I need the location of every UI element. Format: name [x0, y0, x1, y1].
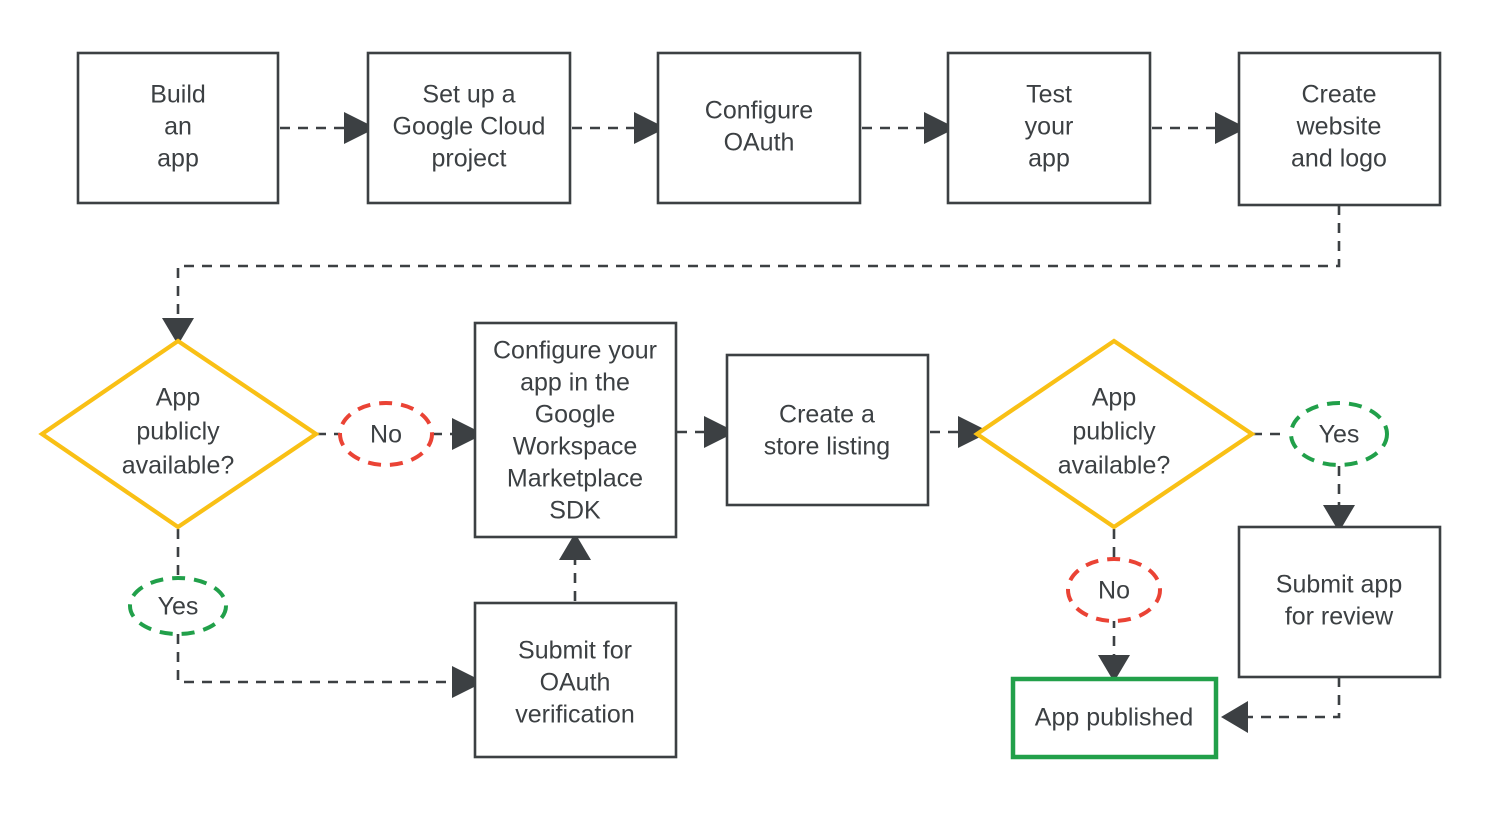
- edge-submit-review-to-app-published: [1248, 677, 1341, 719]
- svg-text:Set up a: Set up a: [422, 81, 515, 109]
- arrowhead-to-setup: [344, 112, 376, 144]
- node-test-your-app[interactable]: Test your app: [946, 51, 1152, 205]
- edge-label-decision1-no: No: [338, 401, 434, 467]
- edge-label-decision2-no: No: [1066, 557, 1162, 623]
- node-app-publicly-available-2[interactable]: App publicly available?: [973, 338, 1256, 530]
- svg-text:Configure your: Configure your: [493, 337, 657, 365]
- arrowhead-to-website: [1215, 112, 1247, 144]
- node-submit-for-oauth-verification[interactable]: Submit for OAuth verification: [473, 601, 678, 759]
- arrowheads-layer: [162, 112, 1355, 733]
- node-configure-app-marketplace-sdk[interactable]: Configure your app in the Google Workspa…: [473, 321, 678, 539]
- svg-text:an: an: [164, 113, 192, 141]
- svg-text:OAuth: OAuth: [540, 669, 611, 697]
- arrowhead-to-decision2: [958, 416, 990, 448]
- node-set-up-google-cloud-project[interactable]: Set up a Google Cloud project: [366, 51, 572, 205]
- node-app-publicly-available-1[interactable]: App publicly available?: [38, 338, 320, 530]
- node-shape-app-publicly-available-1: [38, 338, 320, 530]
- edge-yes-label-to-oauth-verification: [176, 634, 452, 684]
- svg-text:Workspace: Workspace: [513, 433, 638, 461]
- svg-text:Configure: Configure: [705, 97, 813, 125]
- arrowhead-to-configure-sdk-bottom: [559, 533, 591, 560]
- node-configure-oauth[interactable]: Configure OAuth: [656, 51, 862, 205]
- arrowhead-to-app-published-top: [1098, 655, 1130, 682]
- svg-text:and logo: and logo: [1291, 145, 1387, 173]
- no-badge-ellipse-1: [338, 401, 434, 467]
- svg-text:Submit for: Submit for: [518, 637, 632, 665]
- edge-label-decision1-yes: Yes: [128, 576, 228, 636]
- svg-text:App published: App published: [1035, 704, 1193, 732]
- svg-text:Yes: Yes: [158, 593, 199, 621]
- svg-text:No: No: [1098, 577, 1130, 605]
- arrowhead-to-decision1: [162, 318, 194, 345]
- node-shape-test-your-app: [946, 51, 1152, 205]
- svg-text:App: App: [156, 384, 200, 412]
- node-shape-set-up-google-cloud-project: [366, 51, 572, 205]
- svg-text:project: project: [431, 145, 506, 173]
- edge-label-decision2-yes: Yes: [1289, 401, 1389, 467]
- no-badge-ellipse-2: [1066, 557, 1162, 623]
- svg-text:publicly: publicly: [1072, 418, 1156, 446]
- node-build-an-app[interactable]: Build an app: [76, 51, 280, 205]
- svg-text:your: your: [1025, 113, 1074, 141]
- svg-text:available?: available?: [1058, 452, 1171, 480]
- arrowhead-to-oauth: [634, 112, 666, 144]
- node-shape-create-store-listing: [725, 353, 930, 507]
- svg-text:SDK: SDK: [549, 497, 601, 525]
- svg-text:Create: Create: [1301, 81, 1376, 109]
- edges-layer: [176, 126, 1341, 719]
- svg-text:No: No: [370, 421, 402, 449]
- node-app-published[interactable]: App published: [1010, 676, 1219, 760]
- node-shape-create-website-and-logo: [1237, 51, 1442, 207]
- svg-text:App: App: [1092, 384, 1136, 412]
- arrowhead-to-oauth-verification: [452, 666, 484, 698]
- node-shape-configure-oauth: [656, 51, 862, 205]
- svg-text:app in the: app in the: [520, 369, 630, 397]
- node-submit-app-for-review[interactable]: Submit app for review: [1237, 525, 1442, 679]
- yes-badge-ellipse-1: [128, 576, 228, 636]
- svg-text:verification: verification: [515, 701, 635, 729]
- node-shape-build-an-app: [76, 51, 280, 205]
- svg-text:app: app: [157, 145, 199, 173]
- arrowhead-to-submit-review: [1323, 505, 1355, 532]
- node-shape-app-published: [1010, 676, 1219, 760]
- node-shape-submit-app-for-review: [1237, 525, 1442, 679]
- svg-text:OAuth: OAuth: [724, 129, 795, 157]
- node-shape-submit-for-oauth-verification: [473, 601, 678, 759]
- arrowhead-to-configure-sdk: [452, 418, 484, 450]
- svg-text:available?: available?: [122, 452, 235, 480]
- svg-text:Submit app: Submit app: [1276, 571, 1402, 599]
- svg-text:Marketplace: Marketplace: [507, 465, 643, 493]
- node-shape-app-publicly-available-2: [973, 338, 1256, 530]
- node-create-website-and-logo[interactable]: Create website and logo: [1237, 51, 1442, 207]
- node-create-store-listing[interactable]: Create a store listing: [725, 353, 930, 507]
- arrowhead-to-store-listing: [704, 416, 736, 448]
- svg-text:Google Cloud: Google Cloud: [393, 113, 546, 141]
- svg-text:website: website: [1296, 113, 1382, 141]
- svg-text:for review: for review: [1285, 603, 1394, 631]
- edge-website-to-decision1: [176, 205, 1341, 318]
- svg-text:app: app: [1028, 145, 1070, 173]
- svg-text:Create a: Create a: [779, 401, 875, 429]
- svg-text:Yes: Yes: [1319, 421, 1360, 449]
- node-shape-configure-app-marketplace-sdk: [473, 321, 678, 539]
- svg-text:Test: Test: [1026, 81, 1072, 109]
- svg-text:Build: Build: [150, 81, 206, 109]
- arrowhead-to-test: [924, 112, 956, 144]
- yes-badge-ellipse-2: [1289, 401, 1389, 467]
- arrowhead-to-app-published-right: [1221, 701, 1248, 733]
- svg-text:publicly: publicly: [136, 418, 220, 446]
- svg-text:Google: Google: [535, 401, 616, 429]
- svg-text:store listing: store listing: [764, 433, 890, 461]
